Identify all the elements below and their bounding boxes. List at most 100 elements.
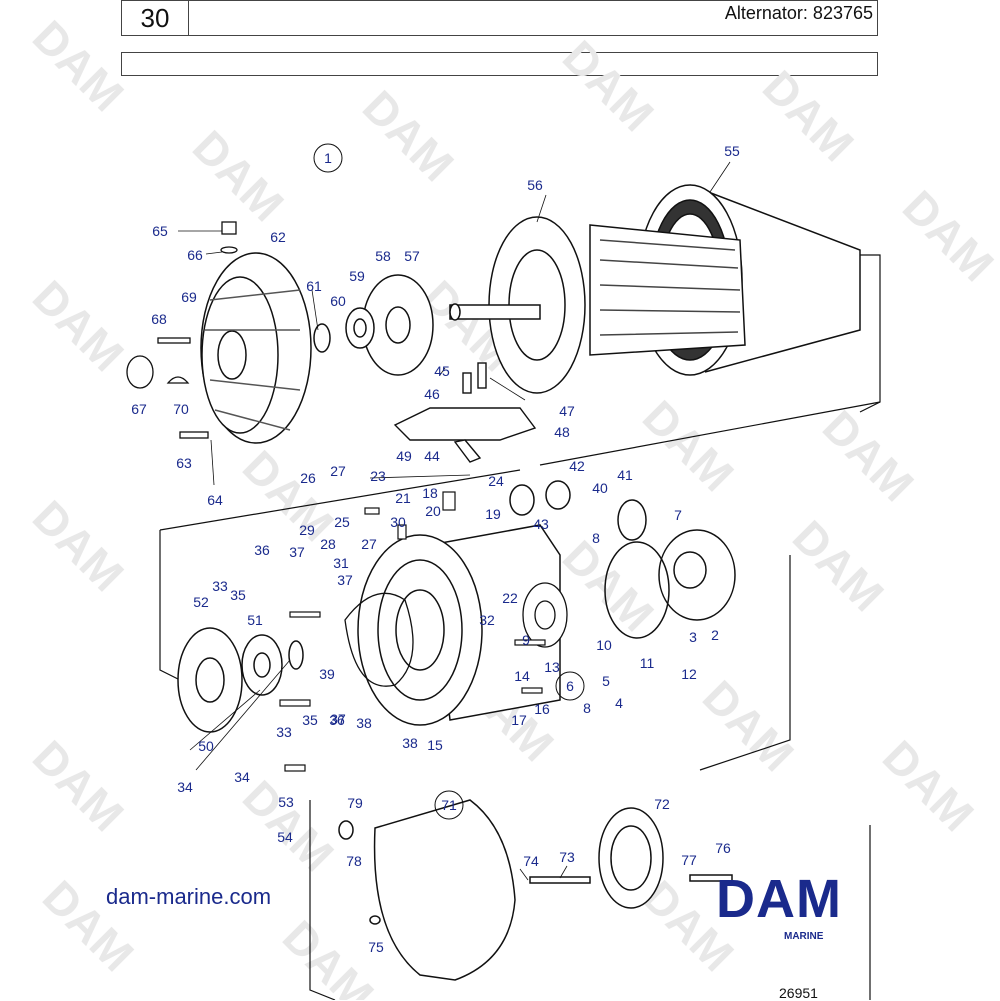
part-label-22: 22 [502, 590, 518, 606]
callout-circle-6 [555, 671, 585, 701]
subheader-bar [121, 52, 878, 76]
part-label-60: 60 [330, 293, 346, 309]
part-label-7: 7 [674, 507, 682, 523]
diagram-frames [159, 254, 881, 1000]
part-label-33: 33 [276, 724, 292, 740]
part-label-52: 52 [193, 594, 209, 610]
part-label-17: 17 [511, 712, 527, 728]
part-label-13: 13 [544, 659, 560, 675]
part-label-45: 45 [434, 363, 450, 379]
watermark-2: DAM [353, 80, 464, 191]
watermark-7: DAM [233, 440, 344, 551]
part-label-34: 34 [177, 779, 193, 795]
part-label-56: 56 [527, 177, 543, 193]
part-label-27: 27 [330, 463, 346, 479]
part-label-79: 79 [347, 795, 363, 811]
callout-label-71: 71 [441, 797, 457, 813]
part-label-8: 8 [583, 700, 591, 716]
part-label-63: 63 [176, 455, 192, 471]
part-label-42: 42 [569, 458, 585, 474]
part-label-35: 35 [302, 712, 318, 728]
part-label-53: 53 [278, 794, 294, 810]
part-label-29: 29 [299, 522, 315, 538]
part-label-58: 58 [375, 248, 391, 264]
bearing-plate [313, 274, 434, 376]
part-label-57: 57 [404, 248, 420, 264]
part-label-32: 32 [479, 612, 495, 628]
part-label-67: 67 [131, 401, 147, 417]
watermark-17: DAM [693, 670, 804, 781]
part-label-4: 4 [615, 695, 623, 711]
part-label-18: 18 [422, 485, 438, 501]
part-label-27: 27 [361, 536, 377, 552]
part-label-41: 41 [617, 467, 633, 483]
watermark-0: DAM [23, 10, 134, 121]
part-label-37: 37 [289, 544, 305, 560]
part-label-11: 11 [640, 655, 655, 671]
part-label-35: 35 [230, 587, 246, 603]
nut-and-key [126, 221, 238, 439]
part-label-2: 2 [711, 627, 719, 643]
part-label-65: 65 [152, 223, 168, 239]
bearing-cover [177, 627, 304, 733]
rectifier-plate [344, 582, 568, 687]
part-label-33: 33 [212, 578, 228, 594]
watermark-1: DAM [183, 120, 294, 231]
part-label-64: 64 [207, 492, 223, 508]
part-label-70: 70 [173, 401, 189, 417]
part-label-34: 34 [234, 769, 250, 785]
mounting-bracket [393, 362, 537, 463]
part-label-12: 12 [681, 666, 697, 682]
part-label-77: 77 [681, 852, 697, 868]
bolts [279, 491, 546, 772]
part-label-16: 16 [534, 701, 550, 717]
part-label-55: 55 [724, 143, 740, 159]
part-label-74: 74 [523, 853, 539, 869]
part-label-37: 37 [337, 572, 353, 588]
page-number: 30 [122, 1, 189, 35]
part-label-46: 46 [424, 386, 440, 402]
part-label-59: 59 [349, 268, 365, 284]
part-label-36: 36 [329, 712, 345, 728]
part-label-37: 37 [330, 711, 346, 727]
callout-label-6: 6 [566, 678, 574, 694]
part-label-75: 75 [368, 939, 384, 955]
part-label-48: 48 [554, 424, 570, 440]
part-label-61: 61 [306, 278, 322, 294]
part-label-68: 68 [151, 311, 167, 327]
part-label-28: 28 [320, 536, 336, 552]
end-housing [357, 524, 561, 726]
watermark-5: DAM [893, 180, 1000, 291]
website-link[interactable]: dam-marine.com [106, 884, 272, 909]
part-label-72: 72 [654, 796, 670, 812]
part-label-50: 50 [198, 738, 214, 754]
watermark-14: DAM [23, 730, 134, 841]
part-label-19: 19 [485, 506, 501, 522]
part-label-40: 40 [592, 480, 608, 496]
fan-pulley [200, 252, 312, 444]
part-label-31: 31 [333, 555, 349, 571]
watermark-6: DAM [23, 270, 134, 381]
rear-cover [338, 799, 733, 981]
watermark-13: DAM [783, 510, 894, 621]
part-label-62: 62 [270, 229, 286, 245]
part-label-25: 25 [334, 514, 350, 530]
leader-lines [178, 161, 731, 881]
end-caps [509, 480, 736, 639]
part-label-44: 44 [424, 448, 440, 464]
part-label-8: 8 [592, 530, 600, 546]
part-label-23: 23 [370, 468, 386, 484]
header-bar: 30 Alternator: 823765 [121, 0, 878, 36]
watermark-4: DAM [753, 60, 864, 171]
part-label-36: 36 [254, 542, 270, 558]
part-label-9: 9 [522, 632, 530, 648]
part-label-73: 73 [559, 849, 575, 865]
part-label-3: 3 [689, 629, 697, 645]
watermark-15: DAM [233, 770, 344, 881]
part-label-24: 24 [488, 473, 504, 489]
part-label-69: 69 [181, 289, 197, 305]
part-label-78: 78 [346, 853, 362, 869]
part-label-54: 54 [277, 829, 293, 845]
